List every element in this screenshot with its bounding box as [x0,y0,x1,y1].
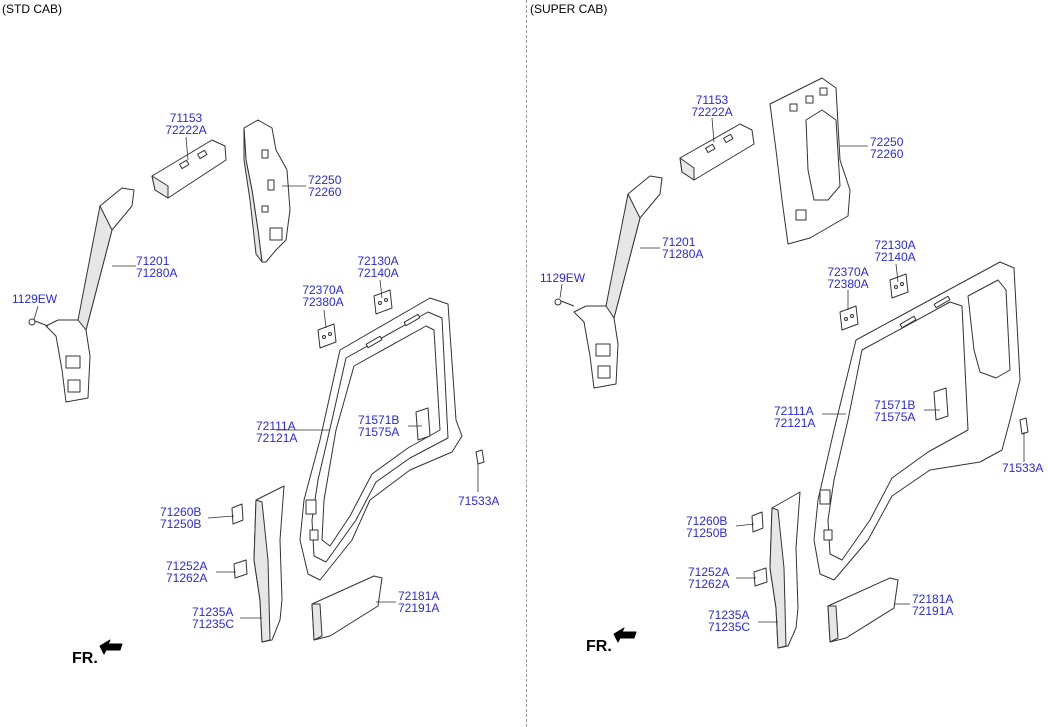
super-bolt-1129EW [554,298,575,307]
super-bracket-72370A [839,305,859,331]
std-sill-panel [311,575,383,641]
super-roof-bracket [679,123,755,181]
leader-lines [33,117,1025,623]
std-cab-parts [28,119,485,655]
callout-super-1129EW: 1129EW [540,271,586,285]
super-rear-panel [769,77,851,245]
std-cab-title: (STD CAB) [2,2,62,16]
callout-71533A: 71533A [458,494,500,508]
section-divider [526,0,527,727]
callout-1129EW: 1129EW [12,292,58,306]
std-clip-71533A [475,449,485,465]
super-front-direction-label: FR. [586,638,612,655]
std-bracket-71252A [233,559,248,579]
super-front-arrow-icon [613,627,637,643]
std-bracket-72130A [373,289,393,315]
super-bracket-71260B [751,511,764,533]
std-bracket-72370A [317,323,337,349]
super-cab-parts [554,77,1029,649]
super-a-pillar [573,175,663,389]
std-lower-pillar [253,485,285,643]
super-side-outer-panel [813,261,1021,581]
std-a-pillar [45,187,135,403]
std-bracket-71260B [231,503,244,525]
super-bracket-71252A [753,567,768,587]
std-front-direction-label: FR. [72,650,98,667]
super-clip-71533A [1019,417,1029,435]
std-rear-pillar [243,119,291,263]
std-roof-bracket [151,139,227,199]
super-bracket-72130A [889,273,909,299]
std-bracket-71571B [415,407,431,441]
std-bolt-1129EW [28,318,49,327]
std-side-outer-panel [299,297,463,581]
std-front-arrow-icon [99,639,123,655]
super-cab-title: (SUPER CAB) [530,2,608,16]
super-sill-panel [827,577,899,643]
super-lower-pillar [769,491,801,649]
super-bracket-71571B [933,387,949,421]
callout-super-71533A: 71533A [1002,461,1044,475]
